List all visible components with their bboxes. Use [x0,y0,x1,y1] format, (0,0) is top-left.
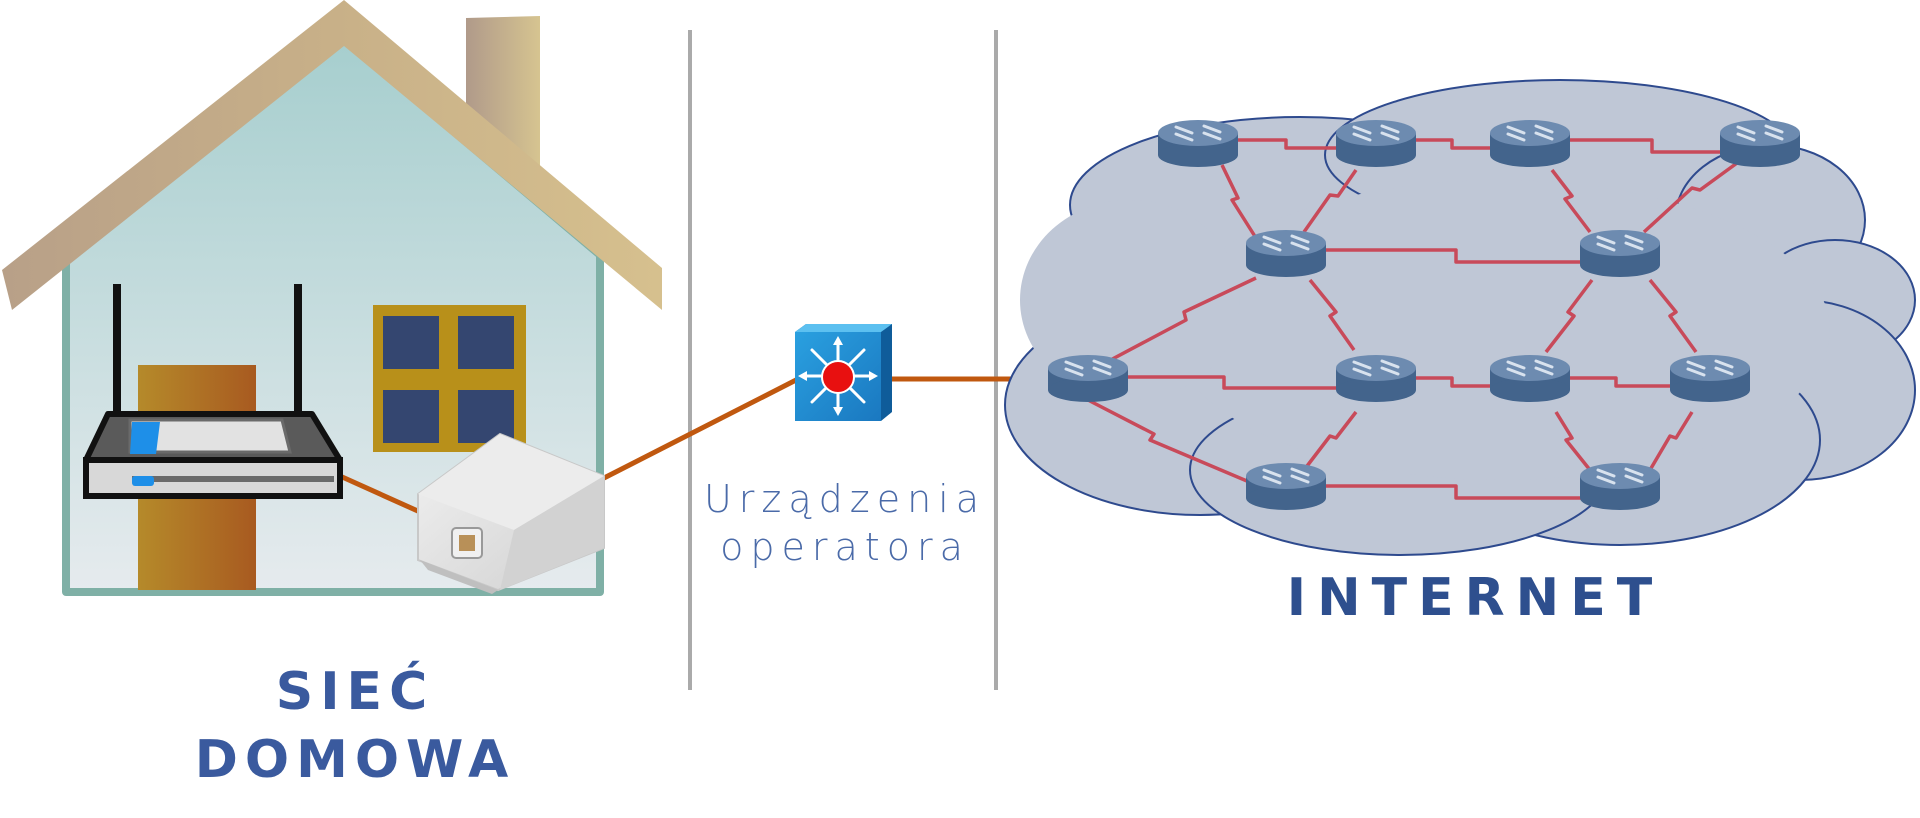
window [373,305,526,452]
network-router-icon [1668,353,1752,404]
network-router-icon [1334,353,1418,404]
cable-socket-to-switch [602,375,802,481]
operator-label-line2: operatora [720,525,970,569]
internet-mesh-links [1087,138,1758,500]
network-router-icon [1578,228,1662,279]
network-router-icon [1046,353,1130,404]
network-router-icon [1244,228,1328,279]
network-router-icon [1156,118,1240,169]
phone-socket-icon [417,432,605,594]
operator-switch-icon [795,324,892,421]
network-router-icon [1488,118,1572,169]
home-label-line1: SIEĆ [275,662,435,722]
home-network-label: SIEĆ DOMOWA [180,666,530,802]
cable-router-to-socket [338,473,422,515]
network-router-icon [1578,461,1662,512]
network-router-icon [1718,118,1802,169]
network-router-icon [1244,461,1328,512]
network-router-icon [1334,118,1418,169]
network-router-icon [1488,353,1572,404]
wifi-router-icon [83,284,343,499]
home-label-line2: DOMOWA [194,730,516,790]
internet-label: INTERNET [1286,568,1664,628]
operator-label-line1: Urządzenia [703,477,987,521]
operator-devices-label: Urządzenia operatora [685,480,1005,576]
